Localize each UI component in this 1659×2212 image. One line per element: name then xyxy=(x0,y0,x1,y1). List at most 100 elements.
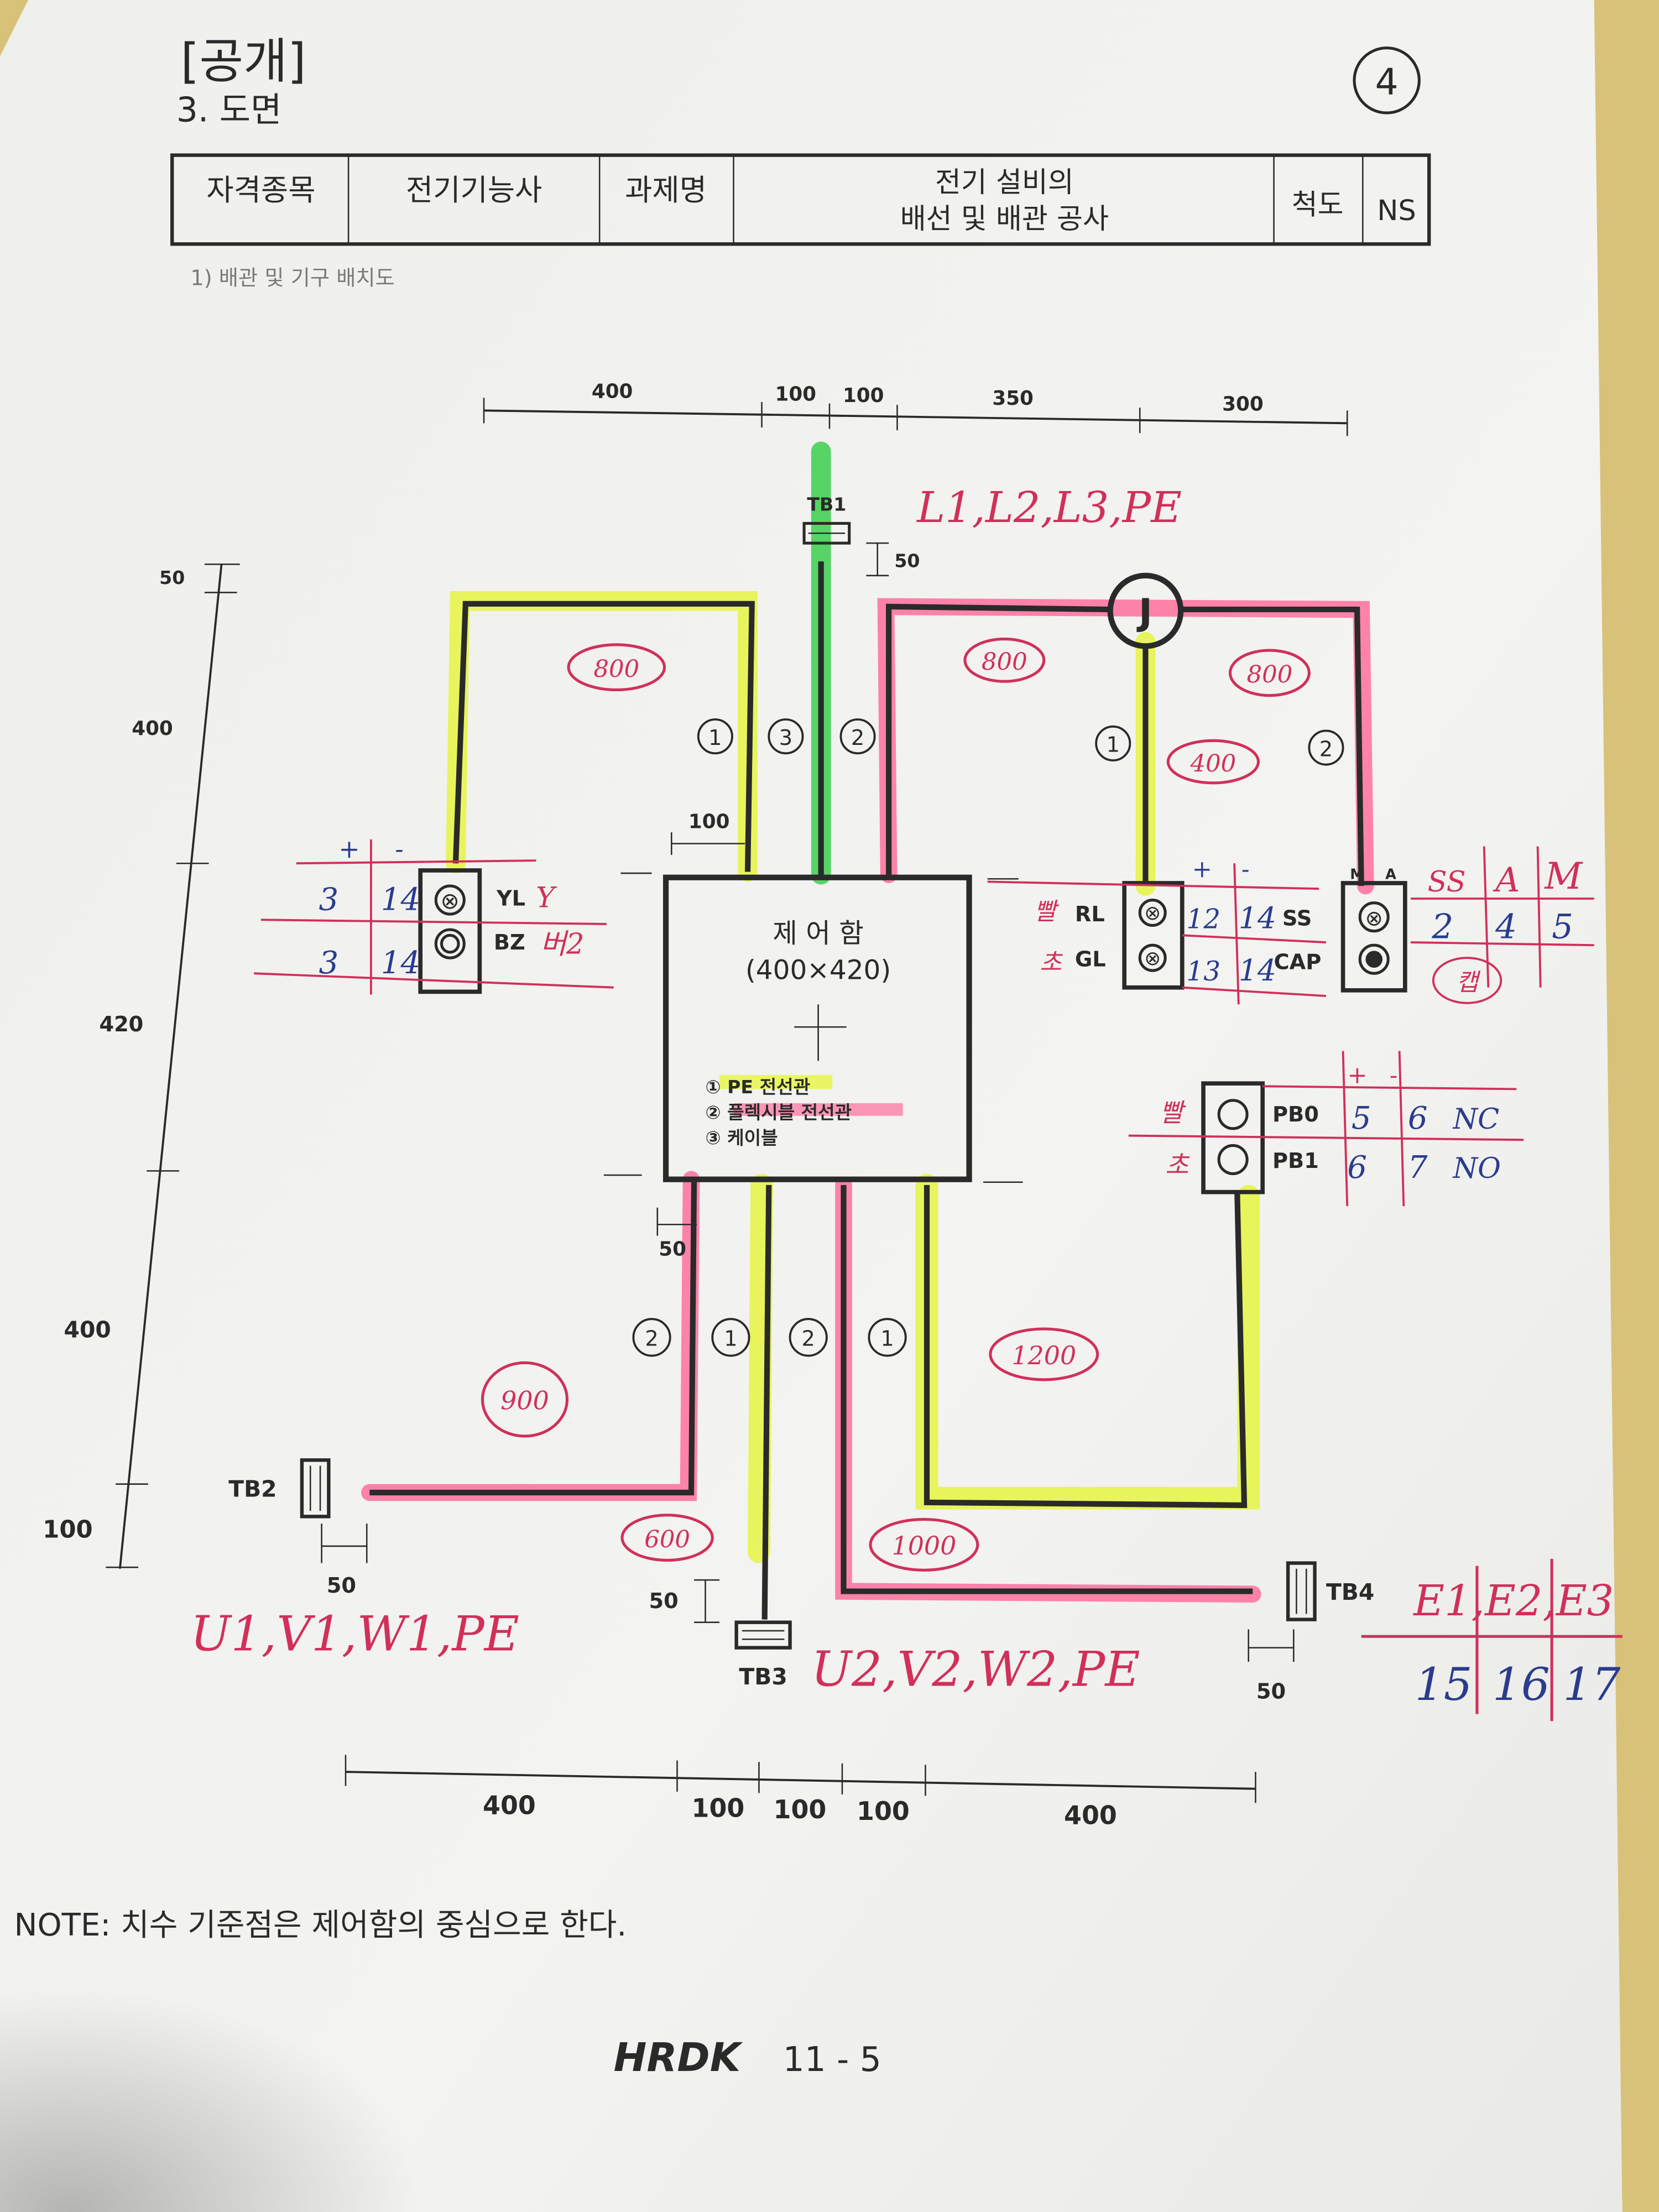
bz-minus: 14 xyxy=(381,945,420,981)
conduit-yl xyxy=(452,601,755,872)
handwritten-notes: L1,L2,L3,PE U1,V1,W1,PE U2,V2,W2,PE E1,E… xyxy=(190,483,1623,1721)
junction-label: J xyxy=(1136,591,1152,634)
tb2-label: TB2 xyxy=(228,1476,276,1503)
top-dimension: 400 100 100 350 300 xyxy=(483,380,1348,436)
dim-box-offset: 100 xyxy=(688,810,730,833)
pb1-minus: 7 xyxy=(1408,1150,1428,1186)
conduit-tb4 xyxy=(841,1185,1253,1594)
small-dimensions: 100 50 xyxy=(656,810,745,1260)
terminal-block-tb3: TB3 50 xyxy=(649,1579,792,1690)
conduit-tb3 xyxy=(761,1185,772,1620)
legend-flexible-conduit: ② 플렉시블 전선관 xyxy=(706,1102,852,1123)
length-tb4: 1000 xyxy=(892,1531,957,1561)
dim-top-1: 400 xyxy=(592,380,633,403)
svg-text:⊗: ⊗ xyxy=(1144,902,1161,925)
qualification-value: 전기기능사 xyxy=(406,173,542,207)
tb4-number-1: 15 xyxy=(1415,1658,1473,1711)
marker-top-right-1: 1 xyxy=(1107,733,1120,758)
control-box-title: 제 어 함 xyxy=(773,918,864,949)
bz-label: BZ xyxy=(494,930,525,955)
qualification-label: 자격종목 xyxy=(206,173,315,207)
marker-top-left-3: 2 xyxy=(851,726,864,750)
gl-note: 초 xyxy=(1040,949,1063,977)
yl-bz-box: ⊗ YL BZ xyxy=(418,868,525,994)
tb3-wires-note: U2,V2,W2,PE xyxy=(811,1641,1140,1697)
task-value-line1: 전기 설비의 xyxy=(935,166,1074,199)
length-top-right: 800 xyxy=(1247,661,1293,689)
yl-table-minus: - xyxy=(395,834,404,864)
task-label: 과제명 xyxy=(625,173,707,207)
junction-box: J xyxy=(1107,572,1184,649)
dimension-note: NOTE: 치수 기준점은 제어함의 중심으로 한다. xyxy=(14,1907,627,1943)
bz-note: 버2 xyxy=(540,928,584,961)
ss-table-ss: SS xyxy=(1428,866,1466,899)
gl-plus: 13 xyxy=(1186,956,1220,987)
conduit-j-left xyxy=(886,603,1110,875)
dim-tb4: 50 xyxy=(1256,1679,1286,1704)
marker-top-left-1: 1 xyxy=(708,726,722,750)
title-table: 자격종목 전기기능사 과제명 전기 설비의 배선 및 배관 공사 척도 NS xyxy=(170,153,1431,246)
rl-minus: 14 xyxy=(1239,901,1276,936)
pb0-note: 빨 xyxy=(1160,1098,1186,1128)
svg-text:⊗: ⊗ xyxy=(1144,947,1161,970)
conduits xyxy=(369,561,1364,1620)
section-title: 3. 도면 xyxy=(176,90,282,129)
pb0-plus: 5 xyxy=(1352,1100,1371,1136)
scale-label: 척도 xyxy=(1292,189,1344,222)
dim-tb3: 50 xyxy=(649,1589,678,1614)
yl-note: Y xyxy=(536,881,557,914)
dim-top-5: 300 xyxy=(1222,393,1264,415)
dim-box-bottom: 50 xyxy=(659,1238,686,1260)
marker-bottom-4: 1 xyxy=(880,1327,894,1352)
pb1-contact: NO xyxy=(1452,1152,1501,1185)
sheet-number-circle xyxy=(1353,46,1421,114)
tb1-label: TB1 xyxy=(807,493,846,515)
pb0-label: PB0 xyxy=(1272,1102,1319,1127)
yl-minus: 14 xyxy=(381,881,420,917)
dim-left-2: 400 xyxy=(132,717,173,740)
length-top-mid: 800 xyxy=(982,649,1027,676)
length-tb3: 600 xyxy=(644,1526,690,1553)
rl-note: 빨 xyxy=(1034,898,1060,926)
tb3-label: TB3 xyxy=(739,1663,787,1690)
pb1-label: PB1 xyxy=(1272,1149,1319,1173)
pb-table-plus: + xyxy=(1347,1062,1367,1089)
rl-gl-box: ⊗ ⊗ RL GL xyxy=(1075,881,1185,990)
dim-bottom-3: 100 xyxy=(774,1794,827,1824)
terminal-block-tb2: TB2 50 xyxy=(228,1458,368,1598)
rl-label: RL xyxy=(1075,902,1105,927)
pushbutton-box: PB0 PB1 xyxy=(1201,1081,1319,1194)
gl-label: GL xyxy=(1075,947,1106,972)
dim-bottom-2: 100 xyxy=(692,1793,745,1823)
dim-top-2: 100 xyxy=(775,383,817,405)
rl-plus: 12 xyxy=(1186,904,1220,935)
pb1-note: 초 xyxy=(1165,1150,1190,1180)
control-box-size: (400×420) xyxy=(745,954,891,985)
pb0-minus: 6 xyxy=(1408,1100,1428,1136)
svg-text:⊗: ⊗ xyxy=(441,888,460,914)
a-label: A xyxy=(1385,866,1396,883)
page-number: 11 - 5 xyxy=(783,2040,881,2079)
tb1-wires-note: L1,L2,L3,PE xyxy=(916,483,1182,533)
bz-plus: 3 xyxy=(319,945,339,981)
pb1-plus: 6 xyxy=(1347,1150,1367,1186)
dim-bottom-5: 400 xyxy=(1064,1800,1117,1830)
dim-bottom-4: 100 xyxy=(857,1796,910,1826)
dim-top-3: 100 xyxy=(843,384,884,407)
length-top-left: 800 xyxy=(593,655,639,683)
pb0-contact: NC xyxy=(1452,1103,1500,1136)
yl-table-plus: + xyxy=(338,834,359,864)
conduit-pb xyxy=(924,1185,1248,1509)
dim-top-4: 350 xyxy=(992,387,1034,410)
cap-label: CAP xyxy=(1274,950,1322,975)
tb4-number-2: 16 xyxy=(1493,1658,1550,1711)
terminal-block-tb1: TB1 50 xyxy=(802,493,920,577)
ss-table-m: M xyxy=(1544,854,1583,898)
marker-top-left-2: 3 xyxy=(779,726,792,750)
marker-bottom-2: 1 xyxy=(724,1327,737,1352)
conduit-markers: 1 3 2 1 2 2 1 2 1 xyxy=(632,718,1344,1357)
dim-tb1: 50 xyxy=(894,550,920,572)
dim-left-1: 50 xyxy=(159,567,185,588)
length-right-bottom: 1200 xyxy=(1011,1340,1076,1370)
